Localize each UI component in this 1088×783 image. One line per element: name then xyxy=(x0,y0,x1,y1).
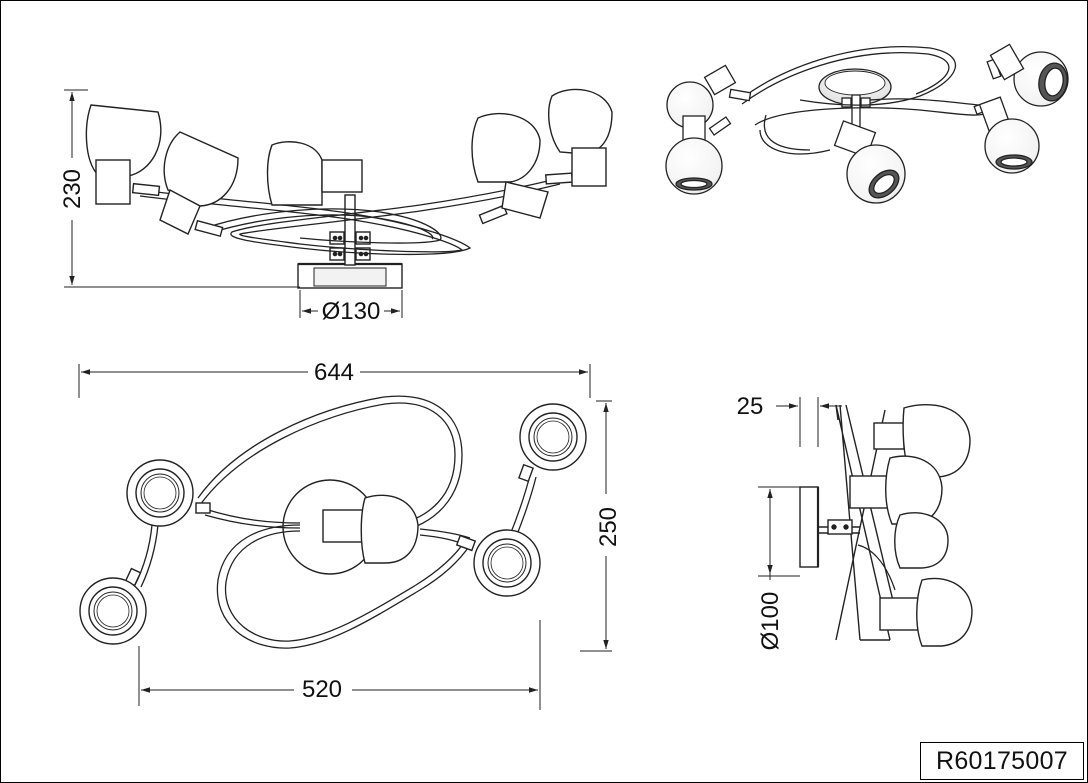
front-arm-loops xyxy=(139,177,561,256)
front-view xyxy=(85,88,613,289)
top-ring-2 xyxy=(79,577,147,645)
dim-spacing-520-label: 520 xyxy=(302,676,342,703)
dim-width-250-label: 250 xyxy=(595,507,622,547)
top-arm-loop xyxy=(134,395,537,649)
dim-depth-25-label: 25 xyxy=(737,393,764,420)
side-shade-2 xyxy=(849,455,943,525)
perspective-view xyxy=(665,43,1069,204)
part-number: R60175007 xyxy=(936,746,1068,775)
front-shade-4 xyxy=(471,112,549,219)
side-view xyxy=(799,404,973,647)
persp-globe-3 xyxy=(833,120,906,204)
dim-shade-100-label: Ø100 xyxy=(757,592,784,651)
part-number-box: R60175007 xyxy=(920,742,1084,780)
front-shade-3 xyxy=(266,141,363,206)
top-ring-4 xyxy=(473,529,541,597)
side-canopy xyxy=(799,486,819,568)
dim-height-230-label: 230 xyxy=(59,169,86,209)
center-connector xyxy=(329,231,371,261)
side-shade-4 xyxy=(879,577,973,647)
top-ring-3 xyxy=(519,403,587,471)
dim-length-644-label: 644 xyxy=(314,359,354,386)
front-shade-1 xyxy=(85,104,162,205)
side-shade-3 xyxy=(894,512,949,569)
front-shade-2 xyxy=(159,131,239,235)
persp-globe-2 xyxy=(665,115,723,195)
front-shade-5 xyxy=(548,88,613,187)
dim-depth-25 xyxy=(776,397,842,447)
top-center-shade xyxy=(322,494,419,564)
persp-globe-4 xyxy=(989,43,1069,107)
dim-canopy-130-label: Ø130 xyxy=(322,298,381,325)
top-view xyxy=(79,395,587,649)
persp-globe-5 xyxy=(978,96,1040,174)
top-ring-1 xyxy=(126,459,194,527)
